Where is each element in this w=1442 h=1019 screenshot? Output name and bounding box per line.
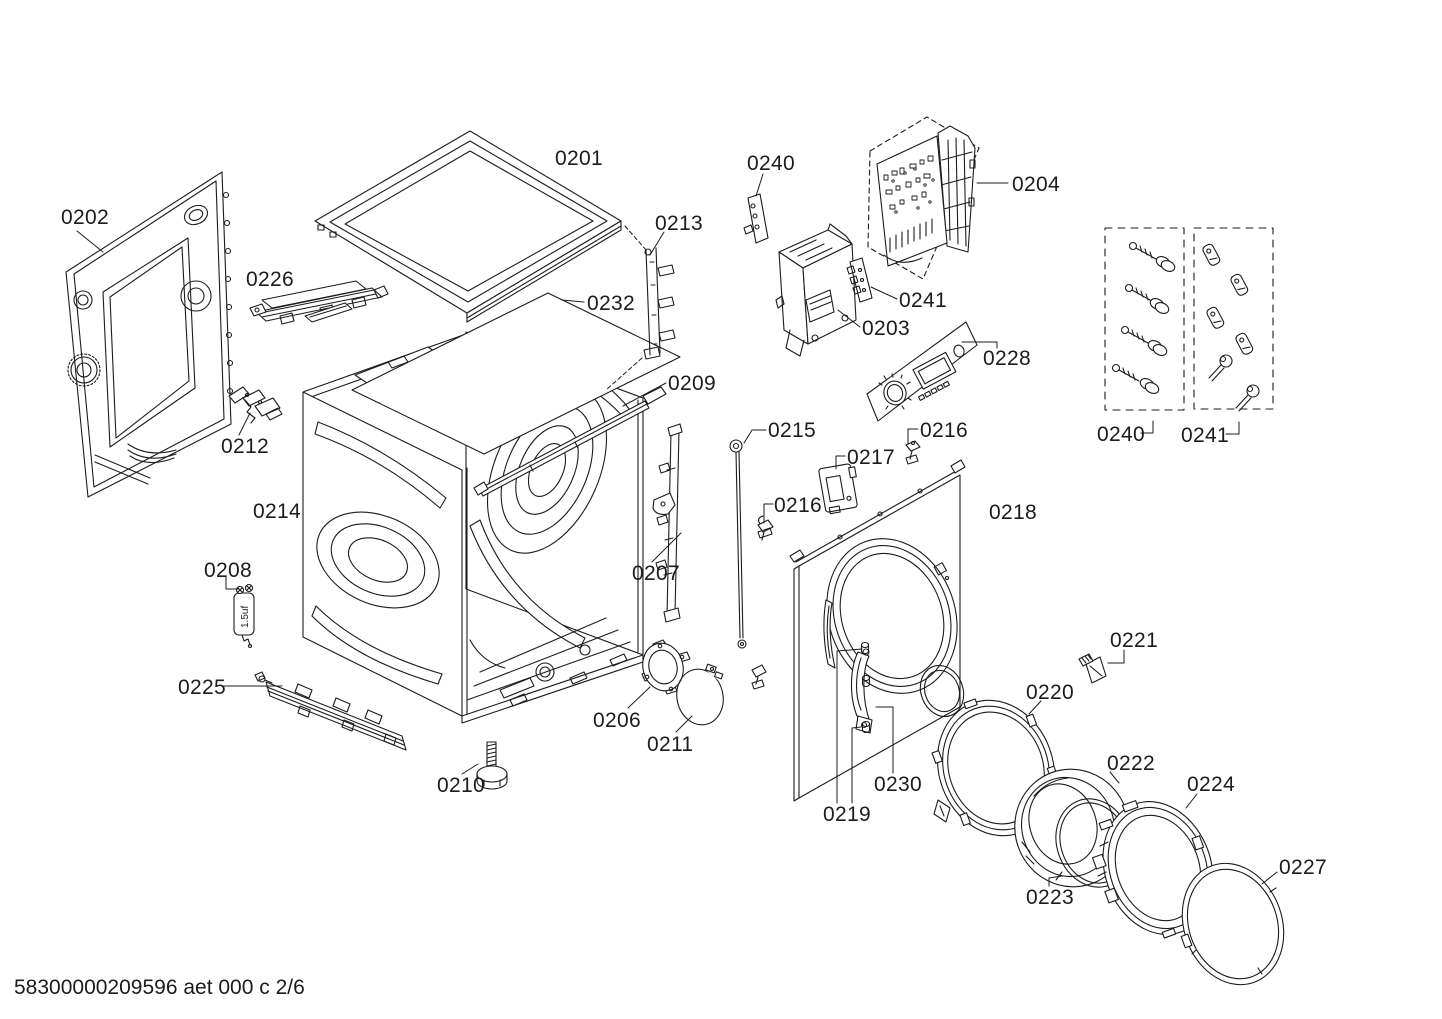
part-strip-0241 (847, 258, 872, 302)
part-pin-0221 (1079, 654, 1106, 683)
leader-0216-upper (908, 429, 918, 444)
leader-0203 (838, 310, 860, 327)
leader-0241-part (871, 287, 897, 299)
leader-0213-dash-top (625, 226, 647, 251)
part-rail-0207 (653, 424, 682, 622)
part-lock-0212 (229, 387, 282, 423)
leader-0230 (876, 707, 893, 773)
part-pcb-module-0204 (868, 117, 979, 279)
leader-0219-b (852, 727, 861, 803)
leader-0208 (226, 577, 238, 589)
part-top-bracket-0226 (250, 281, 388, 324)
part-top-plate-0201 (315, 131, 621, 322)
document-number: 58300000209596 aet 000 c 2/6 (14, 976, 305, 999)
leader-0219-a (837, 649, 862, 803)
leader-0228 (962, 342, 997, 348)
part-ring-0206 (637, 639, 690, 696)
part-rail-0213 (644, 248, 675, 359)
leader-0223 (1049, 876, 1062, 886)
part-clamp-ring-0211 (672, 664, 729, 729)
part-fascia-0228 (867, 322, 977, 421)
leader-0220 (1029, 701, 1041, 714)
screw-set (1113, 243, 1177, 396)
leader-0207 (652, 533, 681, 562)
hardware-kit-0240 (1105, 228, 1184, 410)
leader-lines (77, 174, 1277, 886)
leader-0215 (744, 430, 766, 443)
part-bracket-0203 (776, 224, 856, 356)
part-side-panel-0202 (66, 172, 233, 497)
leader-0216-lower (764, 504, 773, 523)
leader-0210 (462, 764, 478, 774)
part-trim-ring-0227 (1166, 849, 1301, 999)
part-foot-0210 (477, 742, 507, 789)
leader-0222 (1110, 772, 1119, 783)
part-screws-0219 (862, 643, 870, 733)
part-brace-rod-0209 (474, 387, 666, 496)
part-rod-0215 (730, 440, 746, 648)
leader-0227 (1262, 872, 1277, 884)
leader-0213-dash-bottom (606, 358, 642, 390)
part-sheet-0232 (352, 293, 680, 454)
leader-0206 (628, 687, 650, 708)
part-strip-0240 (744, 194, 768, 243)
part-capacitor-0208: 1.5uf (234, 585, 254, 648)
part-front-panel-0218 (790, 460, 978, 801)
clip-set (1202, 243, 1259, 411)
part-clip-small (752, 665, 766, 689)
leader-0212 (239, 413, 250, 435)
leader-0221 (1108, 650, 1124, 663)
leader-0217 (836, 456, 845, 469)
part-base-rail-0225 (255, 672, 406, 750)
leader-0240-kit (1141, 421, 1153, 433)
leader-0202 (77, 231, 103, 252)
leader-0209 (623, 383, 666, 406)
hardware-kit-0241 (1194, 228, 1273, 411)
leader-0211 (676, 716, 692, 732)
part-clip-0216-upper (906, 441, 920, 464)
leader-0213 (650, 232, 664, 255)
leader-0232 (562, 300, 584, 302)
part-clip-0216-lower (758, 516, 773, 540)
capacitor-value-text: 1.5uf (240, 606, 251, 628)
part-lock-0217 (818, 463, 861, 515)
leader-0241-kit (1226, 422, 1239, 434)
leader-0224 (1186, 794, 1197, 808)
leader-0240-part (756, 174, 763, 196)
